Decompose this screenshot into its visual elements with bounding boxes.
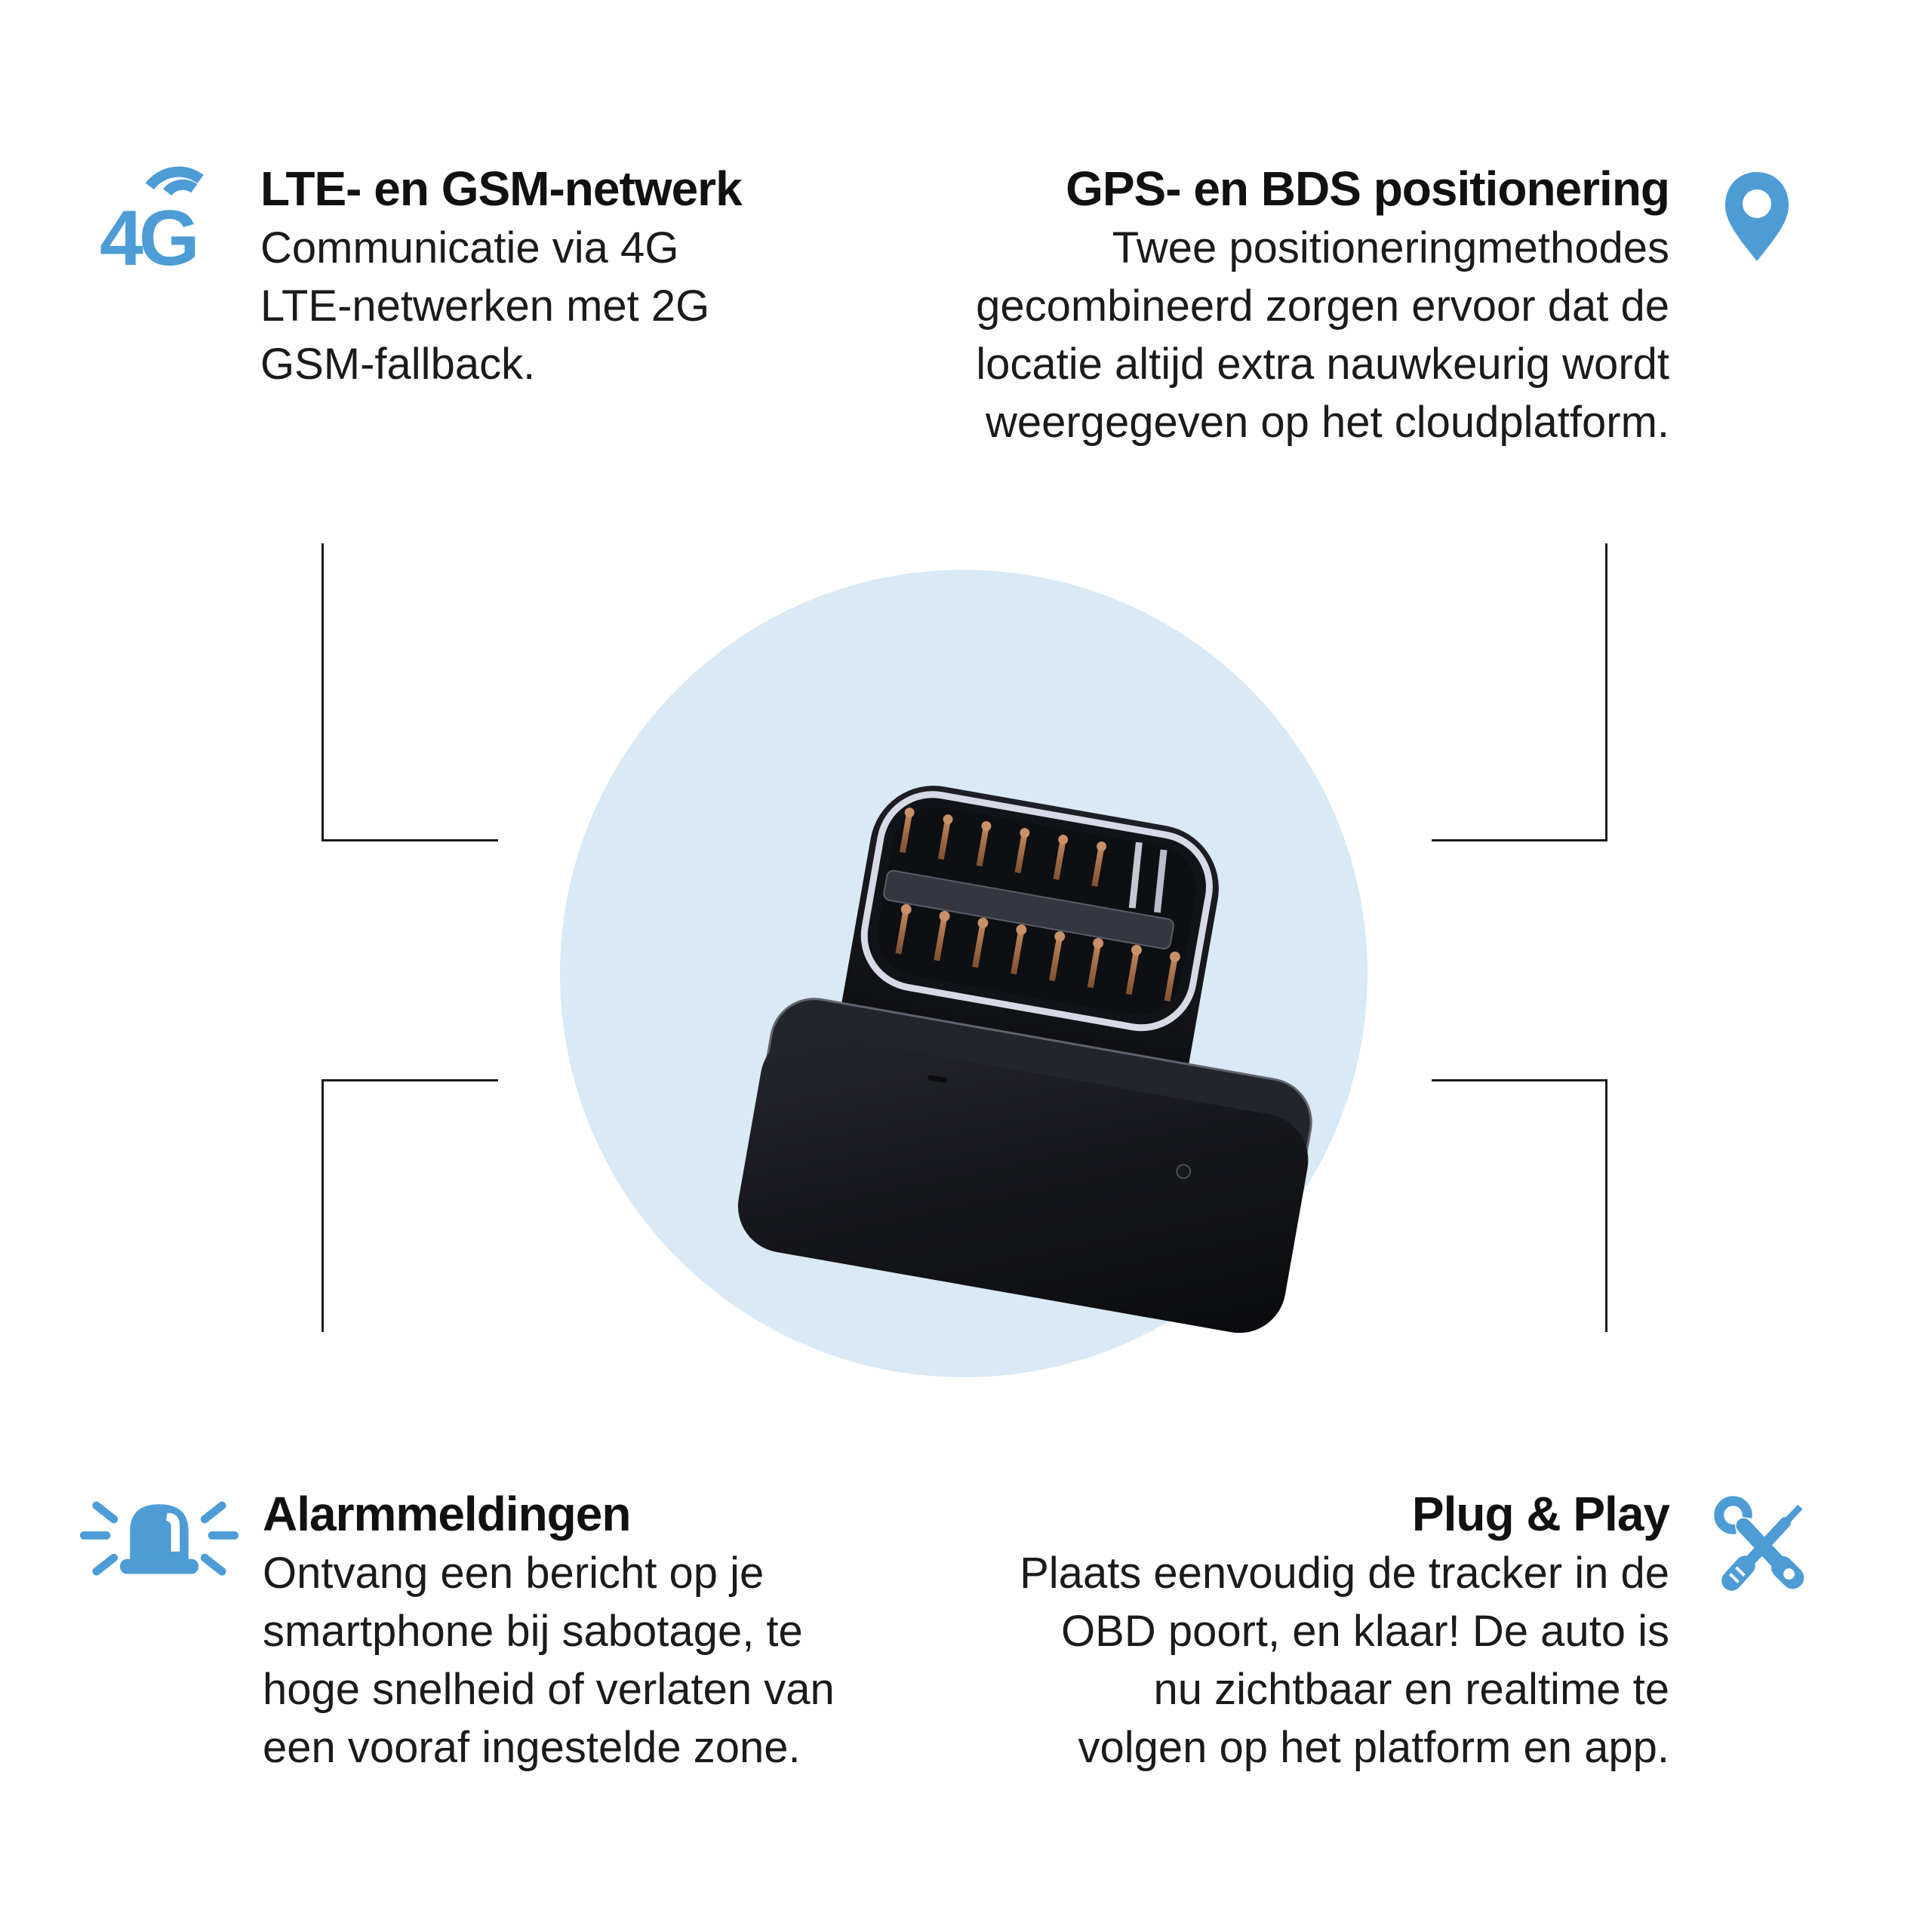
tracker-body: [737, 998, 1312, 1334]
feature-heading: LTE- en GSM-netwerk: [260, 162, 743, 216]
feature-body-line: smartphone bij sabotage, te: [263, 1607, 803, 1656]
feature-body-line: nu zichtbaar en realtime te: [1153, 1665, 1669, 1714]
obd-tracker-device-image: [737, 786, 1312, 1334]
4g-signal-icon: 4G: [100, 166, 204, 282]
feature-body-line: weergegeven op het cloudplatform.: [985, 398, 1669, 447]
location-pin-icon: [1725, 172, 1789, 261]
feature-body-line: Communicatie via 4G: [260, 223, 679, 272]
connector-line-bottom-left: [321, 1079, 498, 1332]
connector-line-top-right: [1432, 543, 1607, 841]
feature-alarms: Alarmmeldingen Ontvang een bericht op je…: [263, 1484, 835, 1777]
connector-pins-back-row: [899, 808, 1107, 888]
feature-body-line: OBD poort, en klaar! De auto is: [1061, 1607, 1669, 1656]
tools-icon: [1714, 1496, 1804, 1591]
feature-body-line: een vooraf ingestelde zone.: [263, 1723, 801, 1772]
feature-body-line: hoge snelheid of verlaten van: [263, 1665, 835, 1714]
feature-body-line: GSM-fallback.: [260, 340, 536, 389]
feature-body-line: volgen op het platform en app.: [1078, 1723, 1669, 1772]
feature-plug-and-play: Plug & Play Plaats eenvoudig de tracker …: [1020, 1484, 1670, 1777]
connector-line-top-left: [321, 543, 498, 841]
feature-body-line: Plaats eenvoudig de tracker in de: [1020, 1549, 1669, 1598]
connector-pins-front-row: [895, 904, 1180, 1002]
feature-body-line: gecombineerd zorgen ervoor dat de: [976, 281, 1669, 331]
feature-heading: Plug & Play: [1411, 1487, 1670, 1541]
feature-heading: GPS- en BDS positionering: [1066, 162, 1670, 216]
feature-body-line: Ontvang een bericht op je: [263, 1549, 764, 1598]
feature-lte-gsm: LTE- en GSM-netwerk Communicatie via 4G …: [260, 158, 743, 393]
feature-body-line: LTE-netwerken met 2G: [260, 281, 710, 331]
alarm-siren-icon: [79, 1501, 239, 1576]
feature-body-line: Twee positioneringmethodes: [1112, 223, 1669, 272]
connector-line-bottom-right: [1432, 1079, 1607, 1332]
feature-heading: Alarmmeldingen: [263, 1487, 631, 1541]
feature-body-line: locatie altijd extra nauwkeurig wordt: [976, 340, 1669, 389]
4g-icon-label: 4G: [100, 195, 195, 282]
feature-gps-bds: GPS- en BDS positionering Twee positione…: [976, 158, 1670, 451]
